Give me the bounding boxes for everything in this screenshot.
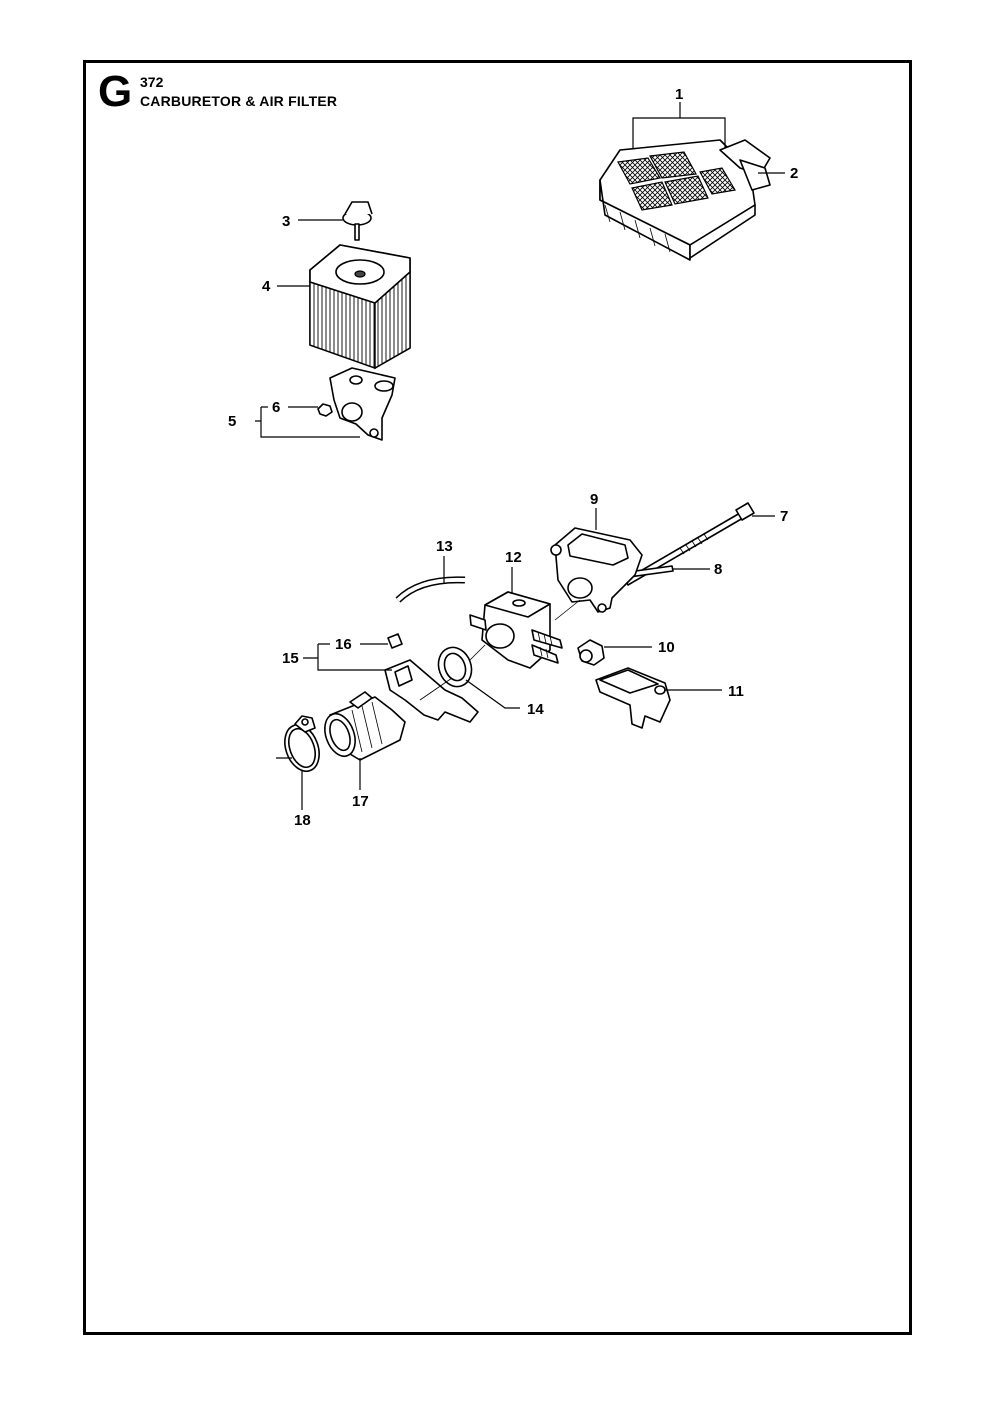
section-letter: G — [98, 67, 133, 116]
callout-leader-14 — [465, 679, 520, 709]
callout-8: 8 — [714, 561, 722, 578]
callout-leader-5 — [255, 406, 360, 438]
callout-6: 6 — [272, 399, 280, 416]
callout-2: 2 — [790, 165, 798, 182]
callout-leader-18 — [276, 757, 303, 810]
fuel-hose — [395, 576, 466, 603]
carburetor-holder — [550, 527, 643, 613]
filter-holder — [329, 367, 396, 441]
callout-18: 18 — [294, 812, 311, 829]
filter-knob — [342, 201, 373, 241]
intake-bracket — [384, 659, 479, 723]
callout-9: 9 — [590, 491, 598, 508]
callout-10: 10 — [658, 639, 675, 656]
callout-3: 3 — [282, 213, 290, 230]
callout-leader-15 — [303, 643, 392, 671]
callout-5: 5 — [228, 413, 236, 430]
callout-leader-1 — [632, 102, 726, 148]
callout-7: 7 — [780, 508, 788, 525]
bracket-clip — [387, 633, 403, 649]
callout-15: 15 — [282, 650, 299, 667]
callout-14: 14 — [527, 701, 544, 718]
carburetor — [469, 591, 563, 669]
callout-17: 17 — [352, 793, 369, 810]
filter-nut — [317, 403, 333, 417]
assembly-axis-lines — [419, 599, 581, 701]
model-number: 372 — [140, 74, 164, 90]
intake-gasket — [437, 646, 473, 688]
choke-fitting — [577, 639, 605, 666]
callout-1: 1 — [675, 86, 683, 103]
callout-13: 13 — [436, 538, 453, 555]
hose-clamp — [284, 715, 320, 773]
page-frame — [83, 60, 912, 1335]
callout-16: 16 — [335, 636, 352, 653]
control-bracket — [595, 667, 671, 729]
air-filter-cover — [599, 139, 771, 261]
callout-4: 4 — [262, 278, 271, 295]
callout-12: 12 — [505, 549, 522, 566]
intake-boot — [324, 691, 406, 761]
page-title: CARBURETOR & AIR FILTER — [140, 93, 338, 109]
callout-11: 11 — [728, 683, 744, 700]
air-filter-element — [309, 244, 411, 370]
